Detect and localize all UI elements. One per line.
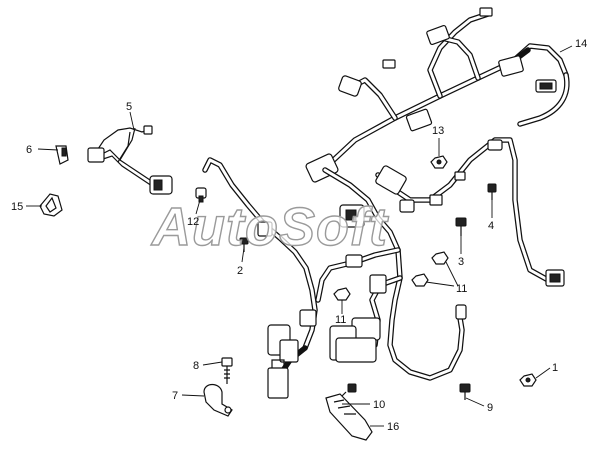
callout-9: 9 bbox=[487, 402, 493, 414]
callout-labels: 1 2 3 4 5 6 7 8 9 10 11 11 12 13 14 15 1… bbox=[11, 38, 587, 433]
callout-16: 16 bbox=[387, 421, 399, 433]
part-12-clip bbox=[195, 187, 207, 203]
watermark-text: AutoSoft bbox=[150, 197, 389, 257]
callout-7: 7 bbox=[172, 390, 178, 402]
part-3-bolt bbox=[455, 217, 467, 236]
part-8-bolt bbox=[221, 357, 233, 384]
callout-10: 10 bbox=[373, 399, 385, 411]
part-11-nuts bbox=[333, 251, 449, 301]
callout-6: 6 bbox=[26, 144, 32, 156]
callout-14: 14 bbox=[575, 38, 587, 50]
main-harness bbox=[305, 7, 570, 381]
callout-3: 3 bbox=[458, 256, 464, 268]
callout-leaders bbox=[26, 45, 573, 427]
part-4-bolt bbox=[487, 183, 497, 200]
callout-5: 5 bbox=[126, 101, 132, 113]
part-15-grommet bbox=[39, 193, 63, 217]
callout-8: 8 bbox=[193, 360, 199, 372]
callout-2: 2 bbox=[237, 265, 243, 277]
callout-4: 4 bbox=[488, 220, 494, 232]
part-6-clip bbox=[55, 145, 69, 165]
part-9-bolt bbox=[459, 383, 471, 400]
part-13-nut bbox=[430, 155, 448, 169]
callout-1: 1 bbox=[552, 362, 558, 374]
part-7-clamp bbox=[203, 383, 233, 417]
part-16-shield bbox=[325, 393, 373, 441]
callout-11-left: 11 bbox=[335, 314, 346, 326]
callout-12: 12 bbox=[187, 216, 199, 228]
part-1-nut bbox=[519, 373, 537, 387]
left-harness bbox=[202, 157, 318, 399]
part-5-sensor-harness bbox=[87, 125, 173, 195]
callout-11-right: 11 bbox=[456, 283, 467, 295]
callout-15: 15 bbox=[11, 201, 23, 213]
callout-13: 13 bbox=[432, 125, 444, 137]
